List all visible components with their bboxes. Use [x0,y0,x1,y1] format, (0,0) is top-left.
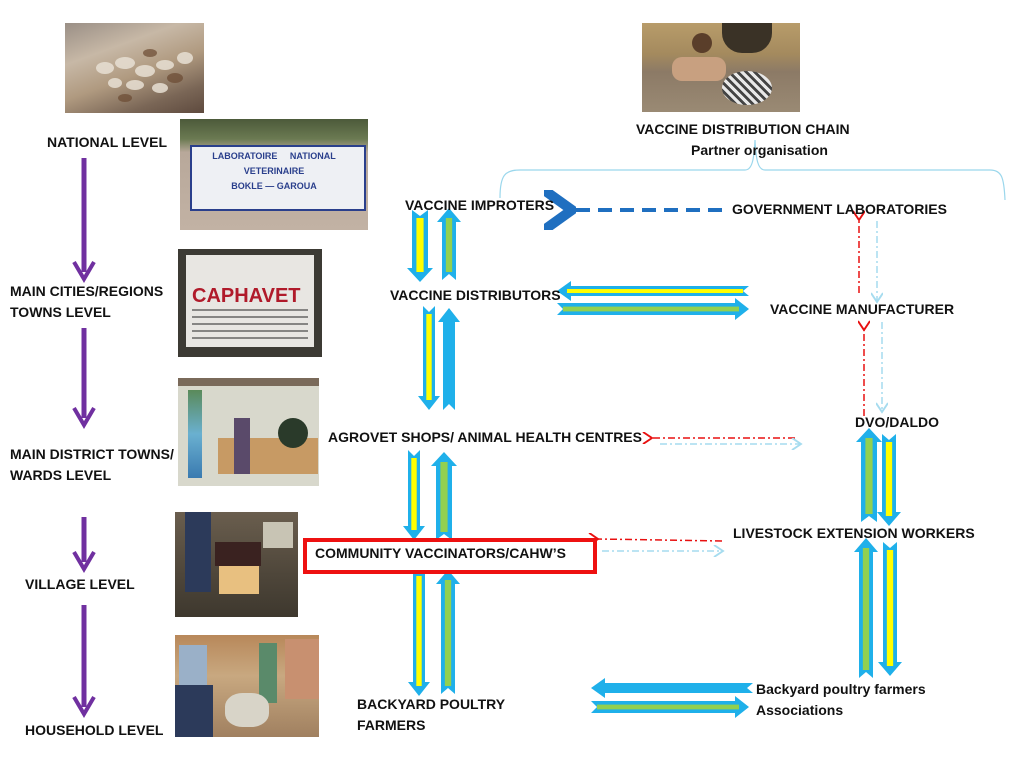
extension-to-associations-arrow [878,542,902,676]
level-label-main-cities: MAIN CITIES/REGIONS TOWNS LEVEL [10,281,163,323]
associations-to-extension-arrow [854,538,878,678]
sign-text: VETERINAIRE [243,166,305,176]
level-label-line: MAIN CITIES/REGIONS [10,283,164,299]
node-label-line: Associations [756,702,844,718]
level-label-line: MAIN DISTRICT TOWNS/ [10,446,174,462]
distributors-to-manufacturer-arrow [557,298,749,320]
manufacturer-to-distributors-arrow [557,281,749,301]
level-arrow [72,517,96,573]
level-arrow [72,328,96,429]
extension-to-community-red [598,539,723,541]
caphavet-sign-photo: CAPHAVET [178,249,322,357]
node-dvo-daldo: DVO/DALDO [855,414,939,430]
agrovet-to-distributors-arrow [438,308,460,410]
node-backyard-poultry-farmers: BACKYARD POULTRY FARMERS [357,694,505,736]
national-lab-sign-photo: LABORATOIRE NATIONAL VETERINAIRE BOKLE —… [180,119,368,230]
node-community-vaccinators: COMMUNITY VACCINATORS/CAHW’S [315,545,566,561]
distributors-to-agrovet-arrow [418,306,440,410]
importers-to-distributors-arrow [407,210,433,282]
community-to-farmers-arrow [408,568,430,696]
farmers-to-community-arrow [436,570,460,694]
sign-text: BOKLE — GAROUA [231,181,317,191]
level-arrow [72,605,96,718]
household-vaccination-photo [175,635,319,737]
child-with-chicken-photo [642,23,800,112]
partner-brace [499,139,1006,201]
level-label-village: VILLAGE LEVEL [25,576,135,592]
diagram-title: VACCINE DISTRIBUTION CHAIN [636,121,850,137]
poultry-flock-photo [65,23,204,113]
level-label-line: TOWNS LEVEL [10,304,111,320]
node-livestock-extension-workers: LIVESTOCK EXTENSION WORKERS [733,525,975,541]
community-to-agrovet-arrow [431,452,457,540]
distributors-to-importers-arrow [437,208,461,280]
sign-text: NATIONAL [289,151,336,161]
node-label-line: FARMERS [357,717,426,733]
associations-to-farmers-arrow [591,678,753,698]
node-government-laboratories: GOVERNMENT LABORATORIES [732,201,947,217]
sign-text: CAPHAVET [192,285,301,307]
level-arrow [72,158,96,283]
node-label-line: BACKYARD POULTRY [357,696,506,712]
node-agrovet-shops: AGROVET SHOPS/ ANIMAL HEALTH CENTRES [328,429,642,445]
diagram-subtitle: Partner organisation [691,142,828,158]
sign-text: LABORATOIRE [212,151,278,161]
level-label-district: MAIN DISTRICT TOWNS/ WARDS LEVEL [10,444,174,486]
farmers-to-associations-arrow [591,696,749,718]
level-label-household: HOUSEHOLD LEVEL [25,722,164,738]
level-label-national: NATIONAL LEVEL [47,134,168,150]
node-vaccine-importers: VACCINE IMPROTERS [405,197,555,213]
level-label-line: WARDS LEVEL [10,467,112,483]
vaccine-cool-box-photo [175,512,298,617]
node-vaccine-manufacturer: VACCINE MANUFACTURER [770,301,955,317]
dvo-to-extension-arrow [877,434,901,526]
agrovet-to-community-arrow [403,450,425,540]
agrovet-shop-photo [178,378,319,486]
node-label-line: Backyard poultry farmers [756,681,926,697]
node-farmers-associations: Backyard poultry farmers Associations [756,679,926,721]
node-vaccine-distributors: VACCINE DISTRIBUTORS [390,287,561,303]
extension-to-dvo-arrow [856,428,882,522]
node-community-vaccinators-highlight: COMMUNITY VACCINATORS/CAHW’S [303,538,597,574]
